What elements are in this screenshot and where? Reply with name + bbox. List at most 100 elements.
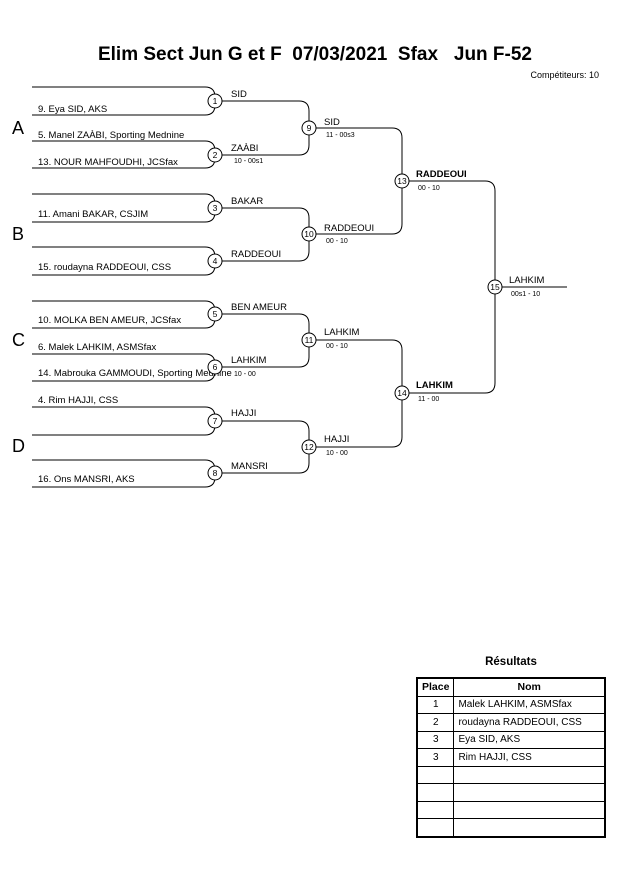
match-winner: RADDEOUI	[324, 223, 374, 234]
bracket-line	[309, 127, 403, 235]
place-cell	[416, 818, 455, 837]
results-header-row: Place Nom	[416, 677, 606, 697]
name-cell	[453, 783, 606, 802]
svg-text:8: 8	[213, 468, 218, 478]
results-row	[416, 818, 606, 837]
results-row	[416, 800, 606, 819]
match-score: 10 - 00	[234, 371, 256, 378]
entry-label: 9. Eya SID, AKS	[38, 104, 107, 115]
svg-text:3: 3	[213, 203, 218, 213]
pool-label-a: A	[12, 118, 24, 138]
match-score: 00s1 - 10	[511, 291, 540, 298]
match-number: 3	[207, 200, 223, 216]
match-number: 8	[207, 465, 223, 481]
entry-label: 4. Rim HAJJI, CSS	[38, 395, 118, 406]
bracket-line	[32, 406, 216, 436]
match-score: 00 - 10	[326, 343, 348, 350]
bracket-line	[402, 180, 496, 394]
name-cell	[453, 800, 606, 819]
match-winner: ZAÀBI	[231, 143, 258, 154]
pool-label-d: D	[12, 436, 25, 456]
page-title: Elim Sect Jun G et F 07/03/2021 Sfax Jun…	[97, 44, 532, 65]
match-number: 14	[394, 385, 410, 401]
match-number: 11	[301, 332, 317, 348]
match-winner: RADDEOUI	[231, 249, 281, 260]
match-winner: HAJJI	[231, 408, 256, 419]
name-cell: Malek LAHKIM, ASMSfax	[453, 695, 606, 714]
bracket-line	[309, 339, 403, 448]
match-score: 11 - 00s3	[326, 132, 355, 139]
match-number: 10	[301, 226, 317, 242]
match-winner: SID	[231, 89, 247, 100]
entry-label: 14. Mabrouka GAMMOUDI, Sporting Mednine	[38, 368, 232, 379]
match-winner: LAHKIM	[324, 327, 359, 338]
match-score: 10 - 00	[326, 450, 348, 457]
match-number: 2	[207, 147, 223, 163]
name-cell: roudayna RADDEOUI, CSS	[453, 713, 606, 732]
match-winner: SID	[324, 117, 340, 128]
match-number: 7	[207, 413, 223, 429]
match-number: 6	[207, 359, 223, 375]
match-number: 4	[207, 253, 223, 269]
svg-text:14: 14	[397, 388, 407, 398]
match-number: 15	[487, 279, 503, 295]
name-cell	[453, 765, 606, 784]
match-winner: RADDEOUI	[416, 169, 467, 180]
entry-label: 11. Amani BAKAR, CSJIM	[38, 209, 148, 220]
bracket-line	[215, 100, 310, 156]
match-winner: LAHKIM	[509, 275, 544, 286]
match-score: 00 - 10	[326, 238, 348, 245]
match-winner: LAHKIM	[416, 380, 453, 391]
pool-label-b: B	[12, 224, 24, 244]
match-number: 1	[207, 93, 223, 109]
entry-label: 13. NOUR MAHFOUDHI, JCSfax	[38, 157, 178, 168]
entry-label: 6. Malek LAHKIM, ASMSfax	[38, 342, 157, 353]
svg-text:10: 10	[304, 229, 314, 239]
name-cell	[453, 818, 606, 837]
match-winner: MANSRI	[231, 461, 268, 472]
match-number: 13	[394, 173, 410, 189]
entry-label: 5. Manel ZAÀBI, Sporting Mednine	[38, 130, 184, 141]
svg-text:7: 7	[213, 416, 218, 426]
match-score: 10 - 00s1	[234, 158, 263, 165]
svg-text:2: 2	[213, 150, 218, 160]
svg-text:5: 5	[213, 309, 218, 319]
match-number: 9	[301, 120, 317, 136]
entry-label: 15. roudayna RADDEOUI, CSS	[38, 262, 171, 273]
match-winner: BEN AMEUR	[231, 302, 287, 313]
svg-text:9: 9	[307, 123, 312, 133]
svg-text:15: 15	[490, 282, 500, 292]
place-cell: 3	[416, 730, 455, 749]
name-cell: Rim HAJJI, CSS	[453, 748, 606, 767]
match-winner: BAKAR	[231, 196, 263, 207]
results-row	[416, 765, 606, 784]
svg-text:4: 4	[213, 256, 218, 266]
place-cell: 1	[416, 695, 455, 714]
svg-text:13: 13	[397, 176, 407, 186]
place-cell	[416, 800, 455, 819]
place-cell	[416, 765, 455, 784]
svg-text:12: 12	[304, 442, 314, 452]
match-winner: HAJJI	[324, 434, 349, 445]
pool-label-c: C	[12, 330, 25, 350]
svg-text:1: 1	[213, 96, 218, 106]
place-cell	[416, 783, 455, 802]
match-score: 00 - 10	[418, 185, 440, 192]
competitors-count: Compétiteurs: 10	[530, 70, 599, 80]
name-cell: Eya SID, AKS	[453, 730, 606, 749]
place-cell: 2	[416, 713, 455, 732]
name-header: Nom	[453, 677, 606, 697]
entry-label: 16. Ons MANSRI, AKS	[38, 474, 135, 485]
match-number: 12	[301, 439, 317, 455]
results-title: Résultats	[485, 656, 537, 668]
svg-text:6: 6	[213, 362, 218, 372]
entry-label: 10. MOLKA BEN AMEUR, JCSfax	[38, 315, 181, 326]
place-cell: 3	[416, 748, 455, 767]
match-winner: LAHKIM	[231, 355, 266, 366]
place-header: Place	[416, 677, 455, 697]
bracket-diagram: A B C D 9. Eya SID, AKS 5. Manel ZAÀBI, …	[12, 86, 567, 488]
